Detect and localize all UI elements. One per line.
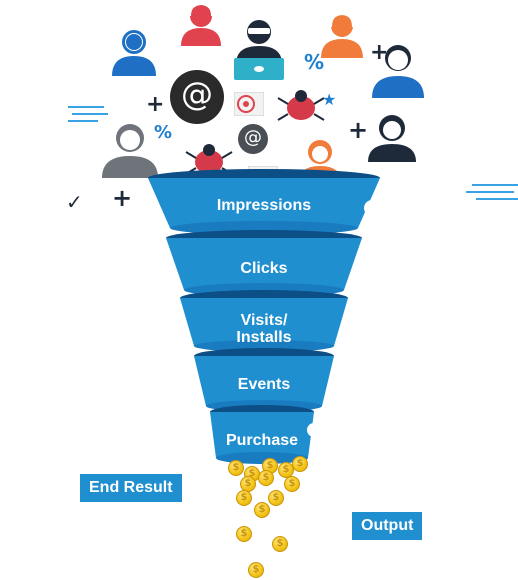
coin-icon: $	[248, 562, 264, 578]
funnel-stage-purchase: Purchase	[225, 432, 299, 449]
star-icon: ★	[322, 90, 337, 109]
email-bomb-icon: @	[238, 124, 268, 154]
person-icon	[321, 12, 363, 58]
coin-icon: $	[258, 470, 274, 486]
plus-icon: +	[348, 116, 369, 144]
at-symbol: @	[244, 127, 262, 148]
plus-icon: +	[370, 40, 389, 65]
percent-icon: %	[304, 50, 325, 74]
coin-icon: $	[240, 476, 256, 492]
at-symbol: @	[181, 75, 213, 113]
plus-icon: +	[112, 184, 133, 212]
bug-icon	[185, 144, 233, 175]
coin-icon: $	[284, 476, 300, 492]
coin-icon: $	[268, 490, 284, 506]
installs-line: Installs	[236, 328, 292, 346]
target-icon	[234, 92, 264, 116]
funnel-stage-visits-installs: Visits/ Installs	[194, 312, 334, 347]
funnel-stage-impressions: Impressions	[216, 197, 312, 214]
output-tag: Output	[352, 512, 423, 540]
coin-icon: $	[236, 490, 252, 506]
email-bomb-icon: @	[170, 70, 224, 124]
bug-icon	[277, 90, 325, 121]
funnel-stage-events: Events	[237, 376, 291, 393]
coin-icon: $	[254, 502, 270, 518]
person-icon	[372, 45, 424, 98]
person-icon	[368, 115, 416, 162]
coin-icon: $	[236, 526, 252, 542]
decorative-lines-right	[466, 184, 518, 200]
person-icon	[102, 124, 158, 178]
decorative-lines-left	[68, 106, 108, 122]
end-result-tag: End Result	[80, 474, 182, 502]
coin-icon: $	[292, 456, 308, 472]
coin-icon: $	[228, 460, 244, 476]
person-icon	[112, 30, 156, 76]
hacker-icon	[234, 20, 284, 80]
plus-icon: +	[146, 92, 165, 117]
percent-icon: %	[154, 122, 173, 143]
coin-icon: $	[272, 536, 288, 552]
visits-line: Visits/	[240, 312, 288, 329]
person-icon	[181, 2, 221, 46]
funnel-stage-clicks: Clicks	[240, 260, 288, 277]
check-icon: ✓	[66, 190, 83, 214]
